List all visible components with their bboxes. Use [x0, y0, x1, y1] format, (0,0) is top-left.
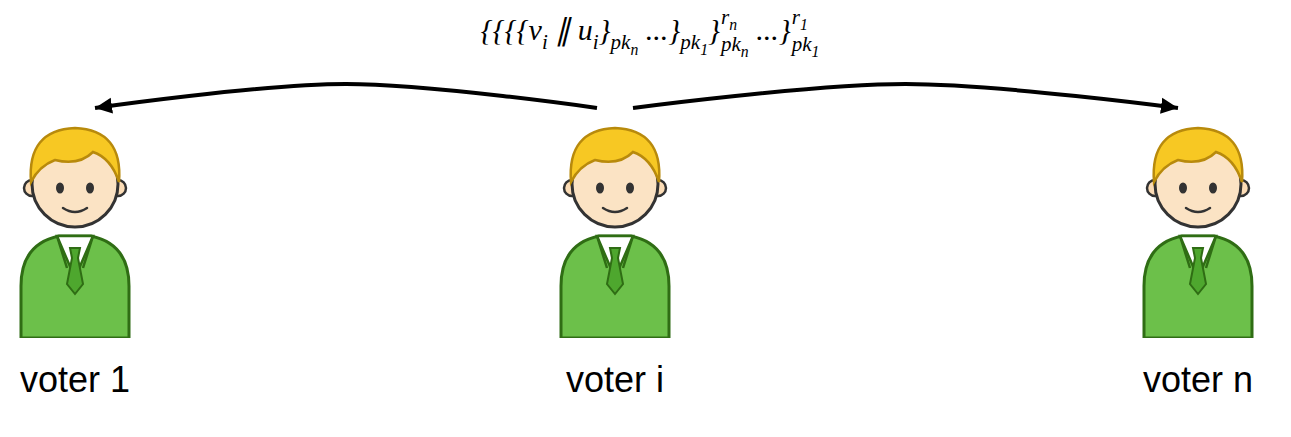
arrow-connector — [95, 84, 597, 108]
formula-symbol: {{{{v — [481, 12, 542, 48]
voter-label: voter 1 — [20, 360, 130, 400]
voter-label: voter n — [1143, 360, 1253, 400]
formula-symbol: } — [708, 12, 720, 48]
voter-icon — [555, 108, 675, 338]
formula-symbol: r — [721, 6, 729, 28]
formula-symbol: r — [792, 6, 800, 28]
voter-figure: voter i — [555, 108, 675, 400]
formula-symbol: n — [741, 44, 749, 61]
formula-symbol: ...} — [756, 12, 791, 48]
formula-symbol: pk — [721, 33, 741, 55]
formula-symbol: pk — [680, 30, 700, 55]
formula-label: {{{{vi∥ ui}pkn...}pk1}rnpkn...}r1pk1 — [477, 6, 824, 60]
voter-figure: voter 1 — [15, 108, 135, 400]
formula-symbol: pk — [611, 30, 631, 55]
formula-symbol: i — [542, 30, 548, 55]
voter-label: voter i — [566, 360, 664, 400]
voter-icon — [1138, 108, 1258, 338]
formula-symbol: n — [729, 17, 737, 34]
formula-symbol: 1 — [700, 41, 708, 60]
voter-icon — [15, 108, 135, 338]
formula-symbol: n — [630, 41, 638, 60]
voter-figure: voter n — [1138, 108, 1258, 400]
formula-symbol: } — [599, 12, 611, 48]
arrow-connector — [633, 84, 1178, 108]
formula-symbol: 1 — [812, 44, 820, 61]
formula-symbol: ∥ u — [555, 12, 593, 48]
formula-symbol: i — [593, 30, 599, 55]
formula-symbol: 1 — [800, 17, 808, 34]
formula-symbol: ...} — [646, 12, 681, 48]
formula-symbol: pk — [792, 33, 812, 55]
